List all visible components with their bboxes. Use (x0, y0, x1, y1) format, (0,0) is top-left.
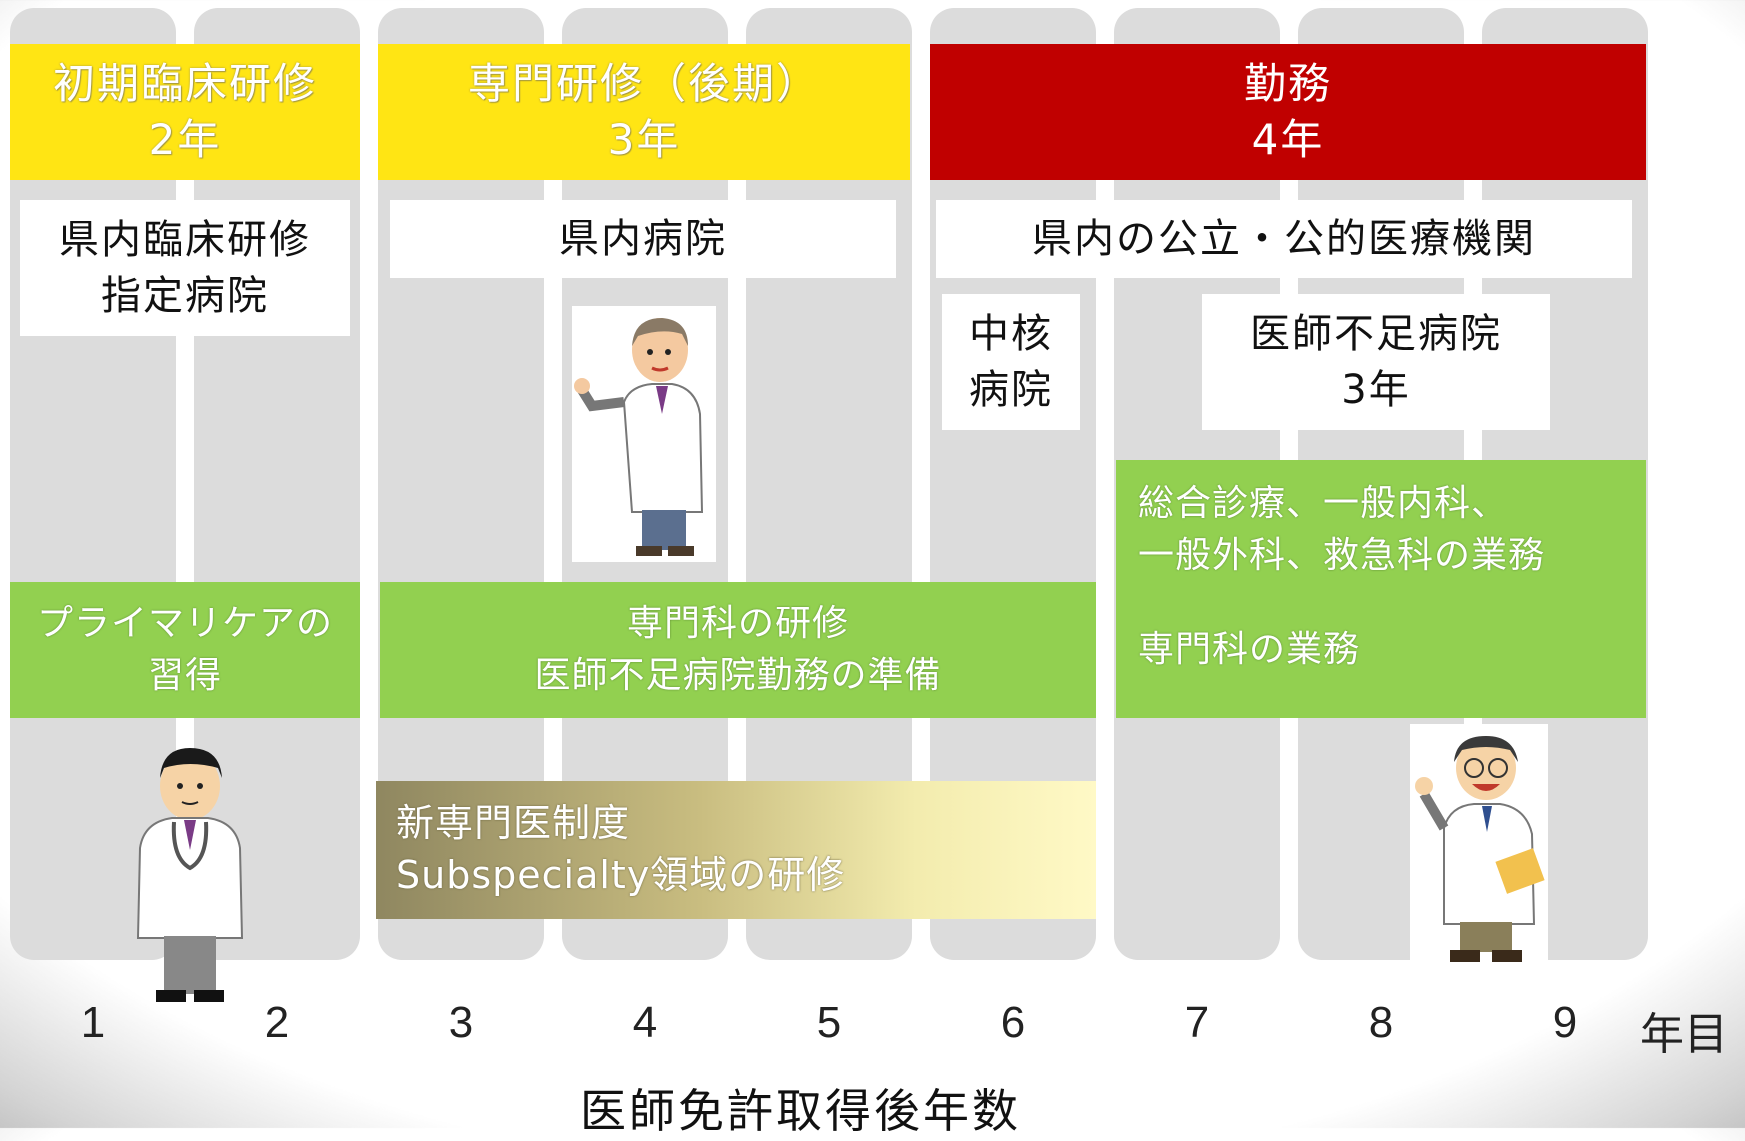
tick-year-7: 7 (1184, 998, 1210, 1047)
place-shortage-line2: 3年 (1341, 367, 1411, 413)
young-doctor-illustration (136, 748, 244, 1002)
phase-specialty-training: 専門研修（後期） 3年 (378, 44, 910, 180)
phase-specialty-duration: 3年 (607, 115, 681, 164)
place-initial-line2: 指定病院 (101, 273, 269, 319)
place-work-label: 県内の公立・公的医療機関 (1032, 216, 1536, 262)
activity-work: 総合診療、一般内科、 一般外科、救急科の業務 専門科の業務 (1116, 460, 1646, 718)
waving-doctor-illustration (572, 306, 716, 562)
axis-label: 医師免許取得後年数 (580, 1084, 1021, 1138)
senior-doctor-illustration (1410, 724, 1548, 968)
phase-initial-title: 初期臨床研修 (52, 59, 317, 108)
tick-year-4: 4 (632, 998, 658, 1047)
phase-work: 勤務 4年 (930, 44, 1646, 180)
activity-specialty: 専門科の研修 医師不足病院勤務の準備 (380, 582, 1096, 718)
phase-initial-duration: 2年 (148, 115, 222, 164)
place-initial-line1: 県内臨床研修 (59, 217, 311, 263)
new-specialty-system: 新専門医制度 Subspecialty領域の研修 (376, 781, 1096, 919)
place-specialty: 県内病院 (390, 200, 896, 278)
phase-initial-training: 初期臨床研修 2年 (10, 44, 360, 180)
place-core-hospital: 中核 病院 (942, 294, 1080, 430)
tick-year-2: 2 (264, 998, 290, 1047)
phase-work-duration: 4年 (1251, 115, 1325, 164)
new-system-line1: 新専門医制度 (396, 801, 631, 845)
activity-primary-line1: プライマリケアの (36, 603, 333, 644)
tick-year-6: 6 (1000, 998, 1026, 1047)
new-system-line2: Subspecialty領域の研修 (396, 853, 846, 897)
place-shortage-line1: 医師不足病院 (1250, 311, 1502, 357)
activity-specialty-line2: 医師不足病院勤務の準備 (534, 655, 942, 696)
activity-work-line3: 専門科の業務 (1138, 629, 1361, 670)
phase-work-title: 勤務 (1243, 59, 1332, 108)
activity-primary-care: プライマリケアの 習得 (10, 582, 360, 718)
activity-work-line2: 一般外科、救急科の業務 (1138, 535, 1546, 576)
tick-year-1: 1 (80, 998, 106, 1047)
tick-year-9: 9 (1552, 998, 1578, 1047)
place-initial: 県内臨床研修 指定病院 (20, 200, 350, 336)
tick-year-5: 5 (816, 998, 842, 1047)
place-work: 県内の公立・公的医療機関 (936, 200, 1632, 278)
activity-work-line1: 総合診療、一般内科、 (1138, 483, 1509, 524)
place-core-line1: 中核 (969, 311, 1053, 357)
place-specialty-label: 県内病院 (559, 216, 727, 262)
place-shortage-hospital: 医師不足病院 3年 (1202, 294, 1550, 430)
place-core-line2: 病院 (969, 367, 1053, 413)
axis-unit: 年目 (1640, 1009, 1728, 1060)
activity-specialty-line1: 専門科の研修 (626, 603, 849, 644)
tick-year-8: 8 (1368, 998, 1394, 1047)
tick-year-3: 3 (448, 998, 474, 1047)
activity-primary-line2: 習得 (147, 655, 222, 696)
phase-specialty-title: 専門研修（後期） (467, 59, 820, 108)
